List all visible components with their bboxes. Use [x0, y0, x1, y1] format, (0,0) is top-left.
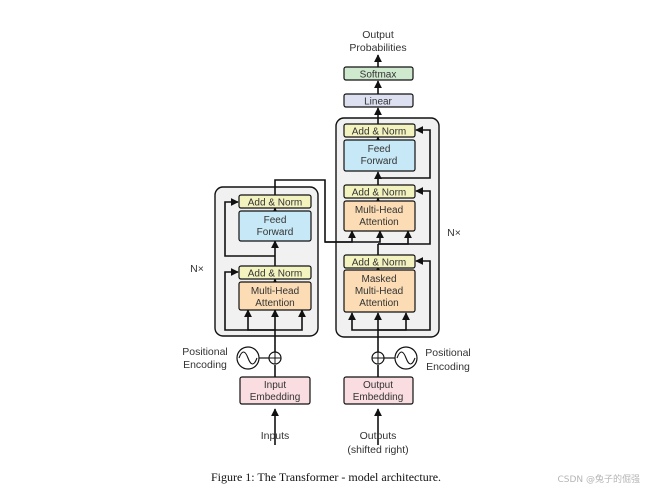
encoder-add-norm-bottom-label: Add & Norm	[248, 269, 302, 280]
decoder-masked-attention-label-1: Masked	[361, 274, 396, 285]
outputs-label-2: (shifted right)	[347, 444, 408, 456]
encoder-feed-forward-label-1: Feed	[264, 215, 287, 226]
outputs-label-1: Outputs	[360, 430, 397, 442]
encoder-multi-head-attention	[238, 281, 312, 311]
figure-caption: Figure 1: The Transformer - model archit…	[211, 470, 441, 484]
decoder-feed-forward-label-1: Feed	[368, 144, 391, 155]
decoder-cross-attention-label-2: Attention	[359, 217, 398, 228]
softmax-label: Softmax	[360, 70, 397, 81]
decoder-add-norm-top	[343, 123, 416, 138]
encoder-add-norm-top	[238, 194, 312, 209]
softmax-block	[343, 66, 414, 81]
output-probabilities-label-2: Probabilities	[349, 42, 406, 54]
decoder-feed-forward-label-2: Forward	[361, 156, 398, 167]
decoder-masked-attention-label-3: Attention	[359, 298, 398, 309]
output-probabilities-label-1: Output	[362, 29, 394, 41]
decoder-positional-label-2: Encoding	[426, 361, 470, 373]
decoder-repeat-label: N×	[447, 227, 461, 239]
encoder-add-norm-bottom	[238, 265, 312, 280]
linear-block	[343, 93, 414, 108]
encoder-feed-forward-label-2: Forward	[257, 227, 294, 238]
linear-label: Linear	[364, 97, 392, 108]
inputs-label: Inputs	[261, 430, 290, 442]
decoder-add-norm-mid	[343, 184, 416, 199]
output-embedding	[343, 376, 414, 405]
decoder-add-norm-bottom-label: Add & Norm	[352, 258, 406, 269]
watermark: CSDN @兔子的倔强	[557, 473, 640, 485]
input-embedding-label-2: Embedding	[250, 392, 301, 403]
input-embedding	[239, 376, 311, 405]
decoder-add-norm-mid-label: Add & Norm	[352, 188, 406, 199]
decoder-masked-attention-label-2: Multi-Head	[355, 286, 403, 297]
output-embedding-label-1: Output	[363, 380, 393, 391]
input-embedding-label-1: Input	[264, 380, 286, 391]
output-embedding-label-2: Embedding	[353, 392, 404, 403]
encoder-positional-label-2: Encoding	[183, 359, 227, 371]
encoder-attention-label-2: Attention	[255, 298, 294, 309]
encoder-attention-label-1: Multi-Head	[251, 286, 299, 297]
encoder-repeat-label: N×	[190, 263, 204, 275]
decoder-masked-attention	[343, 269, 416, 313]
decoder-cross-attention-label-1: Multi-Head	[355, 205, 403, 216]
encoder-positional-label-1: Positional	[182, 346, 228, 358]
decoder-add-norm-top-label: Add & Norm	[352, 127, 406, 138]
decoder-feed-forward	[343, 139, 416, 172]
encoder-add-norm-top-label: Add & Norm	[248, 198, 302, 209]
decoder-cross-attention	[343, 200, 416, 232]
encoder-feed-forward	[238, 210, 312, 242]
decoder-add-norm-bottom	[343, 254, 416, 269]
decoder-positional-label-1: Positional	[425, 347, 471, 359]
